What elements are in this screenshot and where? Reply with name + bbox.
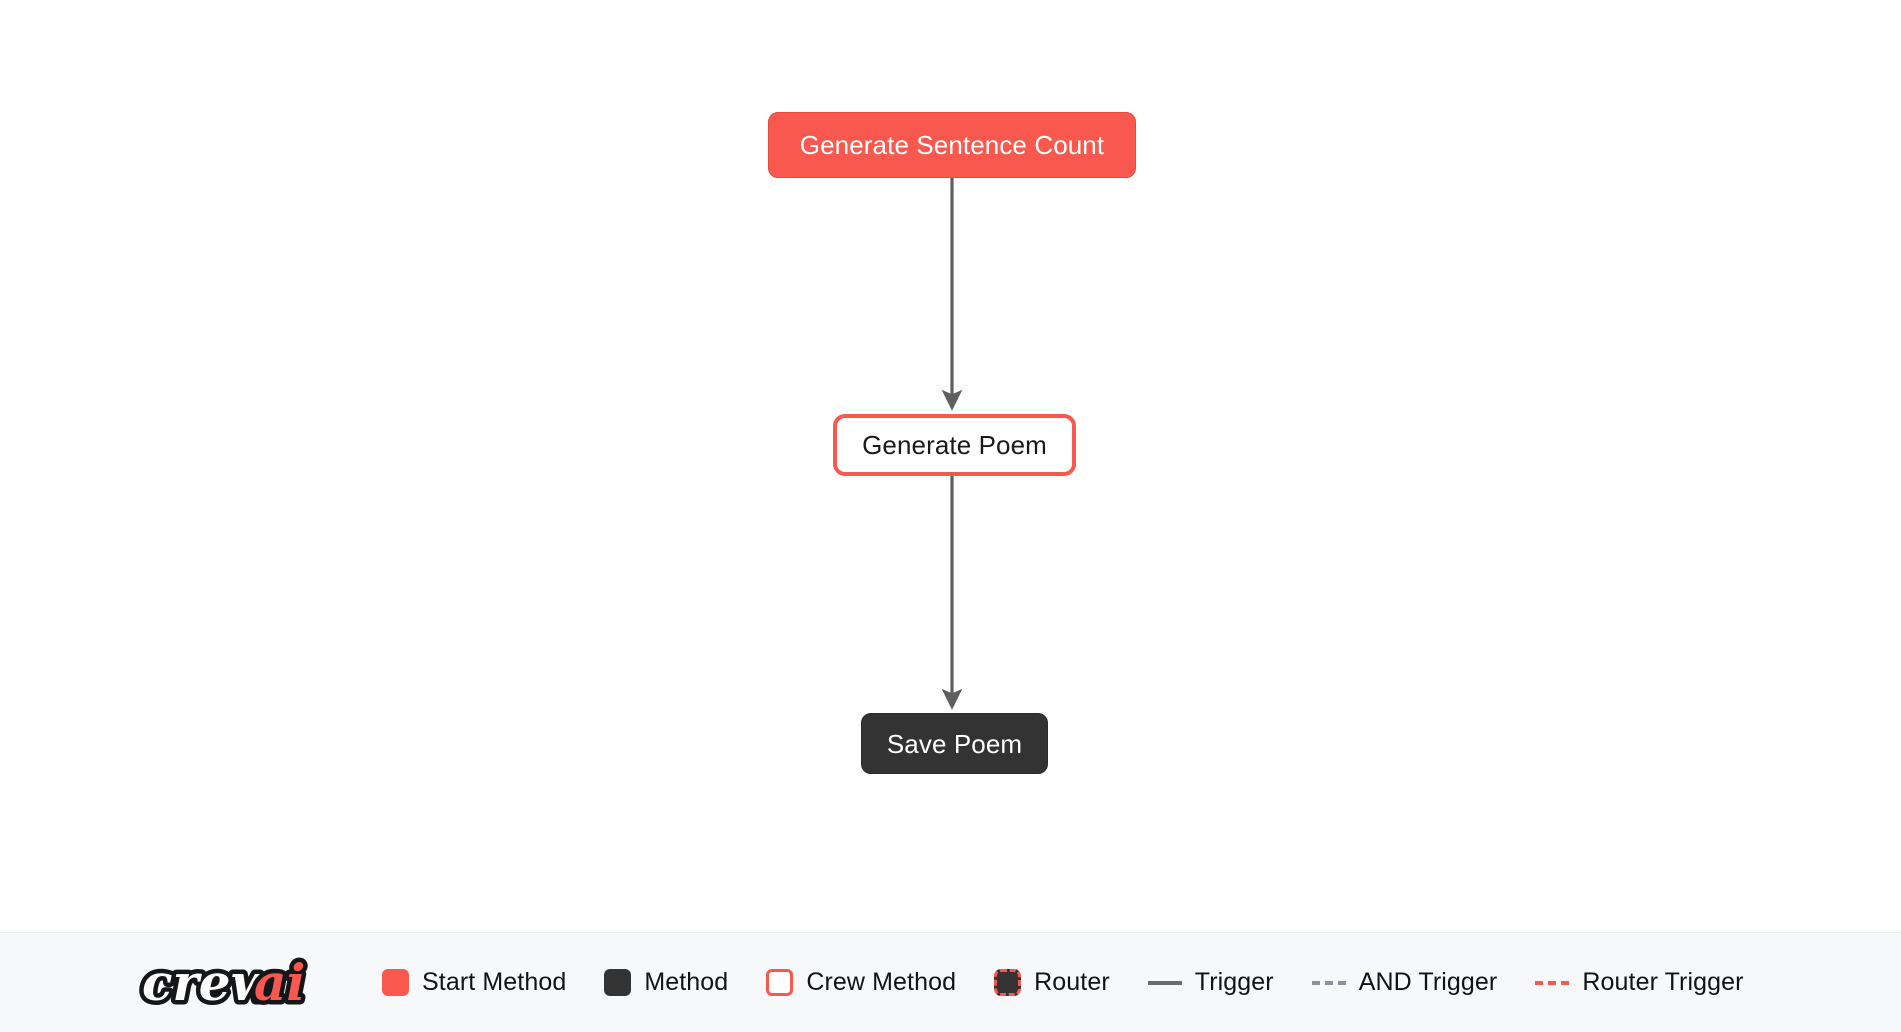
node-save-poem[interactable]: Save Poem [861, 713, 1048, 774]
legend-label: Trigger [1194, 968, 1274, 996]
legend-item-method: Method [604, 969, 728, 996]
legend-bar: crew crew ai ai Start Method Method Crew… [0, 932, 1901, 1032]
crewai-logo: crew crew ai ai [138, 948, 338, 1018]
router-swatch-icon [994, 969, 1022, 996]
node-label: Save Poem [886, 728, 1023, 759]
legend-item-router: Router [994, 969, 1110, 996]
node-generate-sentence-count[interactable]: Generate Sentence Count [768, 112, 1136, 178]
start-method-swatch-icon [382, 969, 409, 996]
legend-label: Router Trigger [1582, 968, 1744, 996]
trigger-line-icon [1147, 980, 1182, 985]
legend-label: Start Method [422, 968, 567, 996]
legend-item-trigger: Trigger [1147, 968, 1274, 996]
legend-item-crew-method: Crew Method [766, 969, 956, 996]
node-label: Generate Poem [862, 430, 1047, 460]
crew-method-swatch-icon [766, 969, 794, 996]
and-trigger-line-icon [1311, 980, 1346, 985]
legend-item-router-trigger: Router Trigger [1535, 970, 1743, 995]
crewai-logo-outline-primary: crew [142, 953, 276, 1012]
legend-label: Method [644, 968, 729, 996]
crewai-wordmark-icon: crew crew ai ai [138, 948, 310, 1016]
method-swatch-icon [604, 969, 632, 996]
legend-label: Router [1034, 968, 1110, 996]
node-label: Generate Sentence Count [799, 130, 1105, 160]
crewai-logo-outline-accent: ai [254, 953, 305, 1012]
legend-label: Crew Method [806, 968, 957, 996]
crewai-logo-text-accent: ai [254, 953, 305, 1012]
flow-canvas[interactable]: Generate Sentence Count Generate Poem Sa… [0, 0, 1901, 932]
node-generate-poem[interactable]: Generate Poem [833, 414, 1076, 476]
router-trigger-line-icon [1535, 980, 1570, 985]
legend-item-and-trigger: AND Trigger [1311, 968, 1498, 996]
legend-label: AND Trigger [1358, 968, 1498, 996]
crewai-logo-text-primary: crew [142, 953, 276, 1012]
legend-item-start-method: Start Method [382, 969, 566, 996]
